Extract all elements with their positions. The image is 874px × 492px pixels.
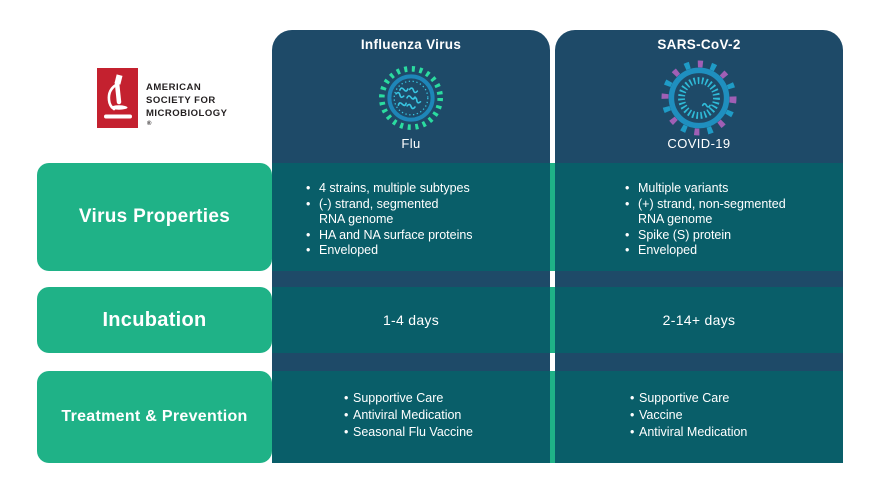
sars-cov-2-column-title: SARS-CoV-2 [657,37,741,52]
bullet-list: Multiple variants(+) strand, non-segment… [625,181,860,259]
row-label-incubation: Incubation [37,287,272,353]
bullet-item: Antiviral Medication [630,424,830,441]
bullet-item: 4 strains, multiple subtypes [306,181,536,197]
bullet-item: Antiviral Medication [344,407,544,424]
row-label-treatment-prevention: Treatment & Prevention [37,371,272,463]
registered-trademark: ® [147,121,152,127]
bullet-list: Supportive CareVaccineAntiviral Medicati… [630,390,830,441]
bullet-item: (-) strand, segmented RNA genome [306,197,536,228]
influenza-column-title: Influenza Virus [360,37,462,52]
cell-influenza-treatment: Supportive CareAntiviral MedicationSeaso… [344,390,544,441]
logo-line: MICROBIOLOGY ® [146,108,228,127]
cell-sars-cov-2-treatment: Supportive CareVaccineAntiviral Medicati… [630,390,830,441]
bullet-list: Supportive CareAntiviral MedicationSeaso… [344,390,544,441]
bullet-item: Vaccine [630,407,830,424]
logo-line: AMERICAN [146,82,202,93]
bullet-item: Spike (S) protein [625,228,860,244]
cell-sars-cov-2-incubation: 2-14+ days [662,312,736,328]
influenza-virus-icon [371,58,451,143]
row-band-incubation [272,287,843,353]
row-label-virus-properties: Virus Properties [37,163,272,271]
column-divider [550,287,555,353]
bullet-list: 4 strains, multiple subtypes(-) strand, … [306,181,536,259]
coronavirus-icon [653,52,745,149]
influenza-subtitle: Flu [401,136,421,151]
bullet-item: (+) strand, non-segmented RNA genome [625,197,860,228]
bullet-item: Multiple variants [625,181,860,197]
cell-sars-cov-2-virus-properties: Multiple variants(+) strand, non-segment… [625,181,860,259]
sars-cov-2-subtitle: COVID-19 [667,136,731,151]
column-divider [550,163,555,271]
asm-logo-text: AMERICAN SOCIETY FOR MICROBIOLOGY ® [146,81,227,133]
logo-line: SOCIETY FOR [146,95,216,106]
cell-influenza-virus-properties: 4 strains, multiple subtypes(-) strand, … [306,181,536,259]
bullet-item: Enveloped [625,243,860,259]
microscope-icon [103,74,132,119]
bullet-item: Enveloped [306,243,536,259]
bullet-item: HA and NA surface proteins [306,228,536,244]
bullet-item: Supportive Care [630,390,830,407]
bullet-item: Seasonal Flu Vaccine [344,424,544,441]
column-divider [550,371,555,463]
bullet-item: Supportive Care [344,390,544,407]
asm-logo [97,68,138,128]
cell-influenza-incubation: 1-4 days [382,312,440,328]
